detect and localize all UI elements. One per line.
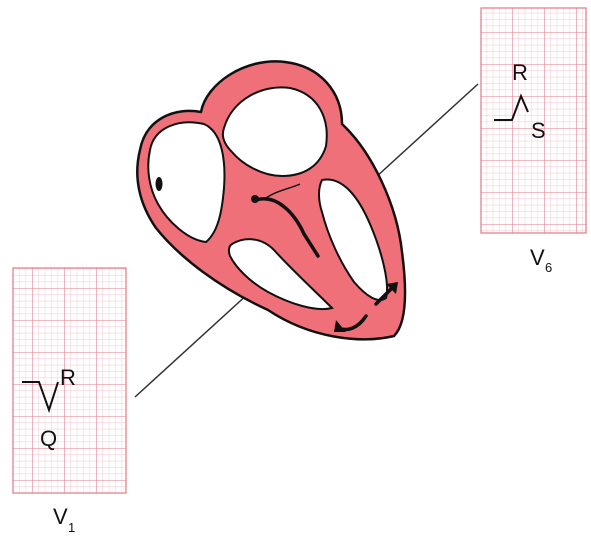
node-mark [156, 177, 163, 191]
v1-q-label: Q [40, 426, 57, 451]
lead-v6-panel: R S V 6 [481, 8, 586, 275]
heart [137, 61, 405, 339]
v1-lead-subscript: 1 [68, 520, 75, 535]
v1-r-label: R [60, 365, 76, 390]
v6-lead-subscript: 6 [545, 260, 552, 275]
sa-node-dot [251, 195, 259, 203]
v6-r-label: R [512, 60, 528, 85]
v1-lead-name: V [53, 504, 68, 529]
v6-s-label: S [531, 118, 546, 143]
v6-lead-name: V [530, 245, 545, 270]
lead-v1-panel: R Q V 1 [13, 268, 126, 535]
